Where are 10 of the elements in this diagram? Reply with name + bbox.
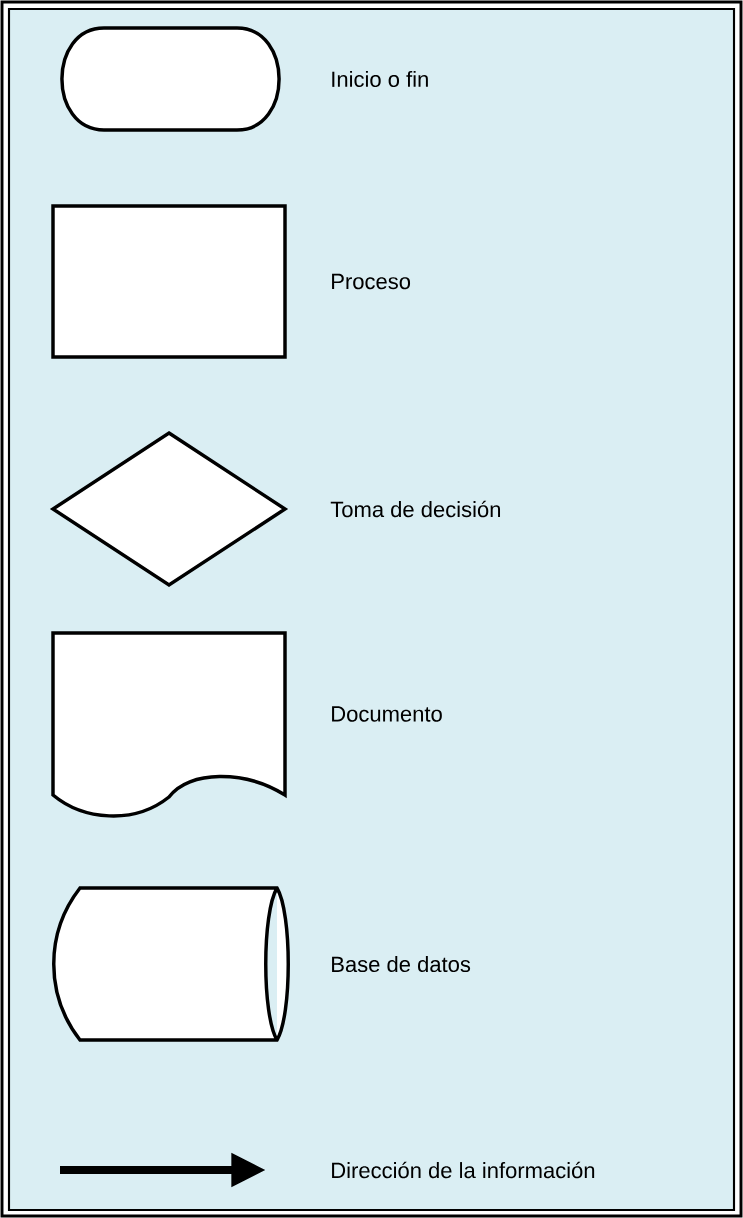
shape-label: Inicio o fin bbox=[332, 70, 428, 88]
shape-label: Proceso bbox=[332, 273, 411, 290]
shape-label: Base de datos bbox=[332, 955, 471, 973]
process-box bbox=[51, 204, 287, 359]
document-shape bbox=[51, 631, 287, 818]
database-cylinder bbox=[52, 886, 290, 1042]
shape-label: Documento bbox=[332, 706, 442, 722]
terminal-shape bbox=[60, 26, 281, 132]
shape-label: Toma de decisión bbox=[330, 500, 500, 518]
shape-label: Dirección de la información bbox=[332, 1161, 595, 1179]
